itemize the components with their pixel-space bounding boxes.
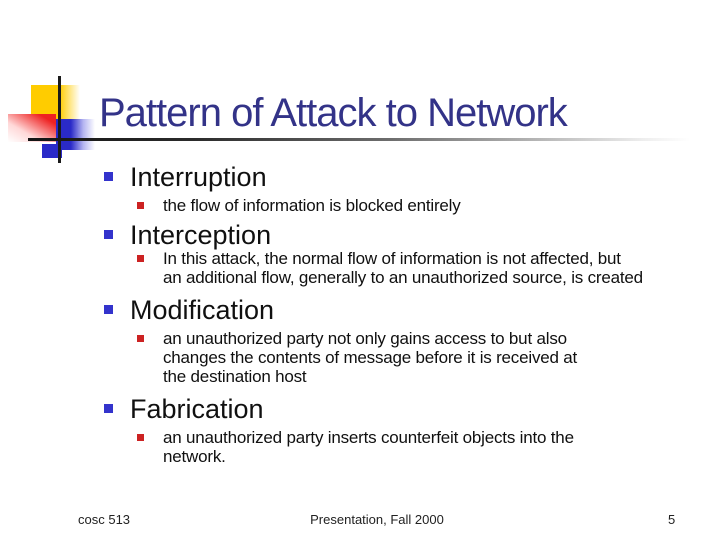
sub-bullet-line: the destination host xyxy=(163,367,307,386)
sub-bullet: an unauthorized party inserts counterfei… xyxy=(100,428,715,466)
red-square-bullet-icon xyxy=(137,202,144,209)
bullet-section-fabrication: Fabrication an unauthorized party insert… xyxy=(100,396,715,466)
sub-bullet: an unauthorized party not only gains acc… xyxy=(100,329,715,386)
bullet-section-modification: Modification an unauthorized party not o… xyxy=(100,297,715,386)
blue-square-bullet-icon xyxy=(104,305,113,314)
sub-bullet: the flow of information is blocked entir… xyxy=(100,196,715,215)
title-underline-rule xyxy=(28,138,690,141)
footer-title-label: Presentation, Fall 2000 xyxy=(310,512,444,527)
blue-square-bullet-icon xyxy=(104,172,113,181)
sub-bullet-line: network. xyxy=(163,447,226,466)
sub-bullet-line: an unauthorized party inserts counterfei… xyxy=(163,428,574,447)
decor-red-gradient-square xyxy=(8,114,56,142)
bullet-heading: Interception xyxy=(100,220,715,250)
footer-page-number: 5 xyxy=(668,512,676,527)
bullet-heading: Interruption xyxy=(100,162,715,192)
footer-course-label: cosc 513 xyxy=(78,512,131,527)
bullet-section-interruption: Interruption the flow of information is … xyxy=(100,164,715,215)
heading-text: Fabrication xyxy=(130,394,264,424)
heading-text: Interception xyxy=(130,220,272,250)
heading-text: Interruption xyxy=(130,162,267,192)
sub-bullet: In this attack, the normal flow of infor… xyxy=(100,249,715,287)
sub-bullet-line: changes the contents of message before i… xyxy=(163,348,578,367)
sub-bullet-line: In this attack, the normal flow of infor… xyxy=(163,249,621,268)
bullet-heading: Modification xyxy=(100,295,715,325)
bullet-heading: Fabrication xyxy=(100,394,715,424)
slide-body: Interruption the flow of information is … xyxy=(100,164,715,466)
decor-blue-small-square xyxy=(42,144,62,158)
blue-square-bullet-icon xyxy=(104,230,113,239)
blue-square-bullet-icon xyxy=(104,404,113,413)
red-square-bullet-icon xyxy=(137,255,144,262)
sub-bullet-line: an unauthorized party not only gains acc… xyxy=(163,329,567,348)
sub-bullet-line: the flow of information is blocked entir… xyxy=(163,196,461,215)
bullet-section-interception: Interception In this attack, the normal … xyxy=(100,222,715,287)
decor-vertical-line xyxy=(58,76,61,163)
red-square-bullet-icon xyxy=(137,335,144,342)
red-square-bullet-icon xyxy=(137,434,144,441)
sub-bullet-line: an additional flow, generally to an unau… xyxy=(163,268,643,287)
slide-title: Pattern of Attack to Network xyxy=(99,91,568,135)
heading-text: Modification xyxy=(130,295,275,325)
decor-blue-gradient-square xyxy=(56,119,95,150)
